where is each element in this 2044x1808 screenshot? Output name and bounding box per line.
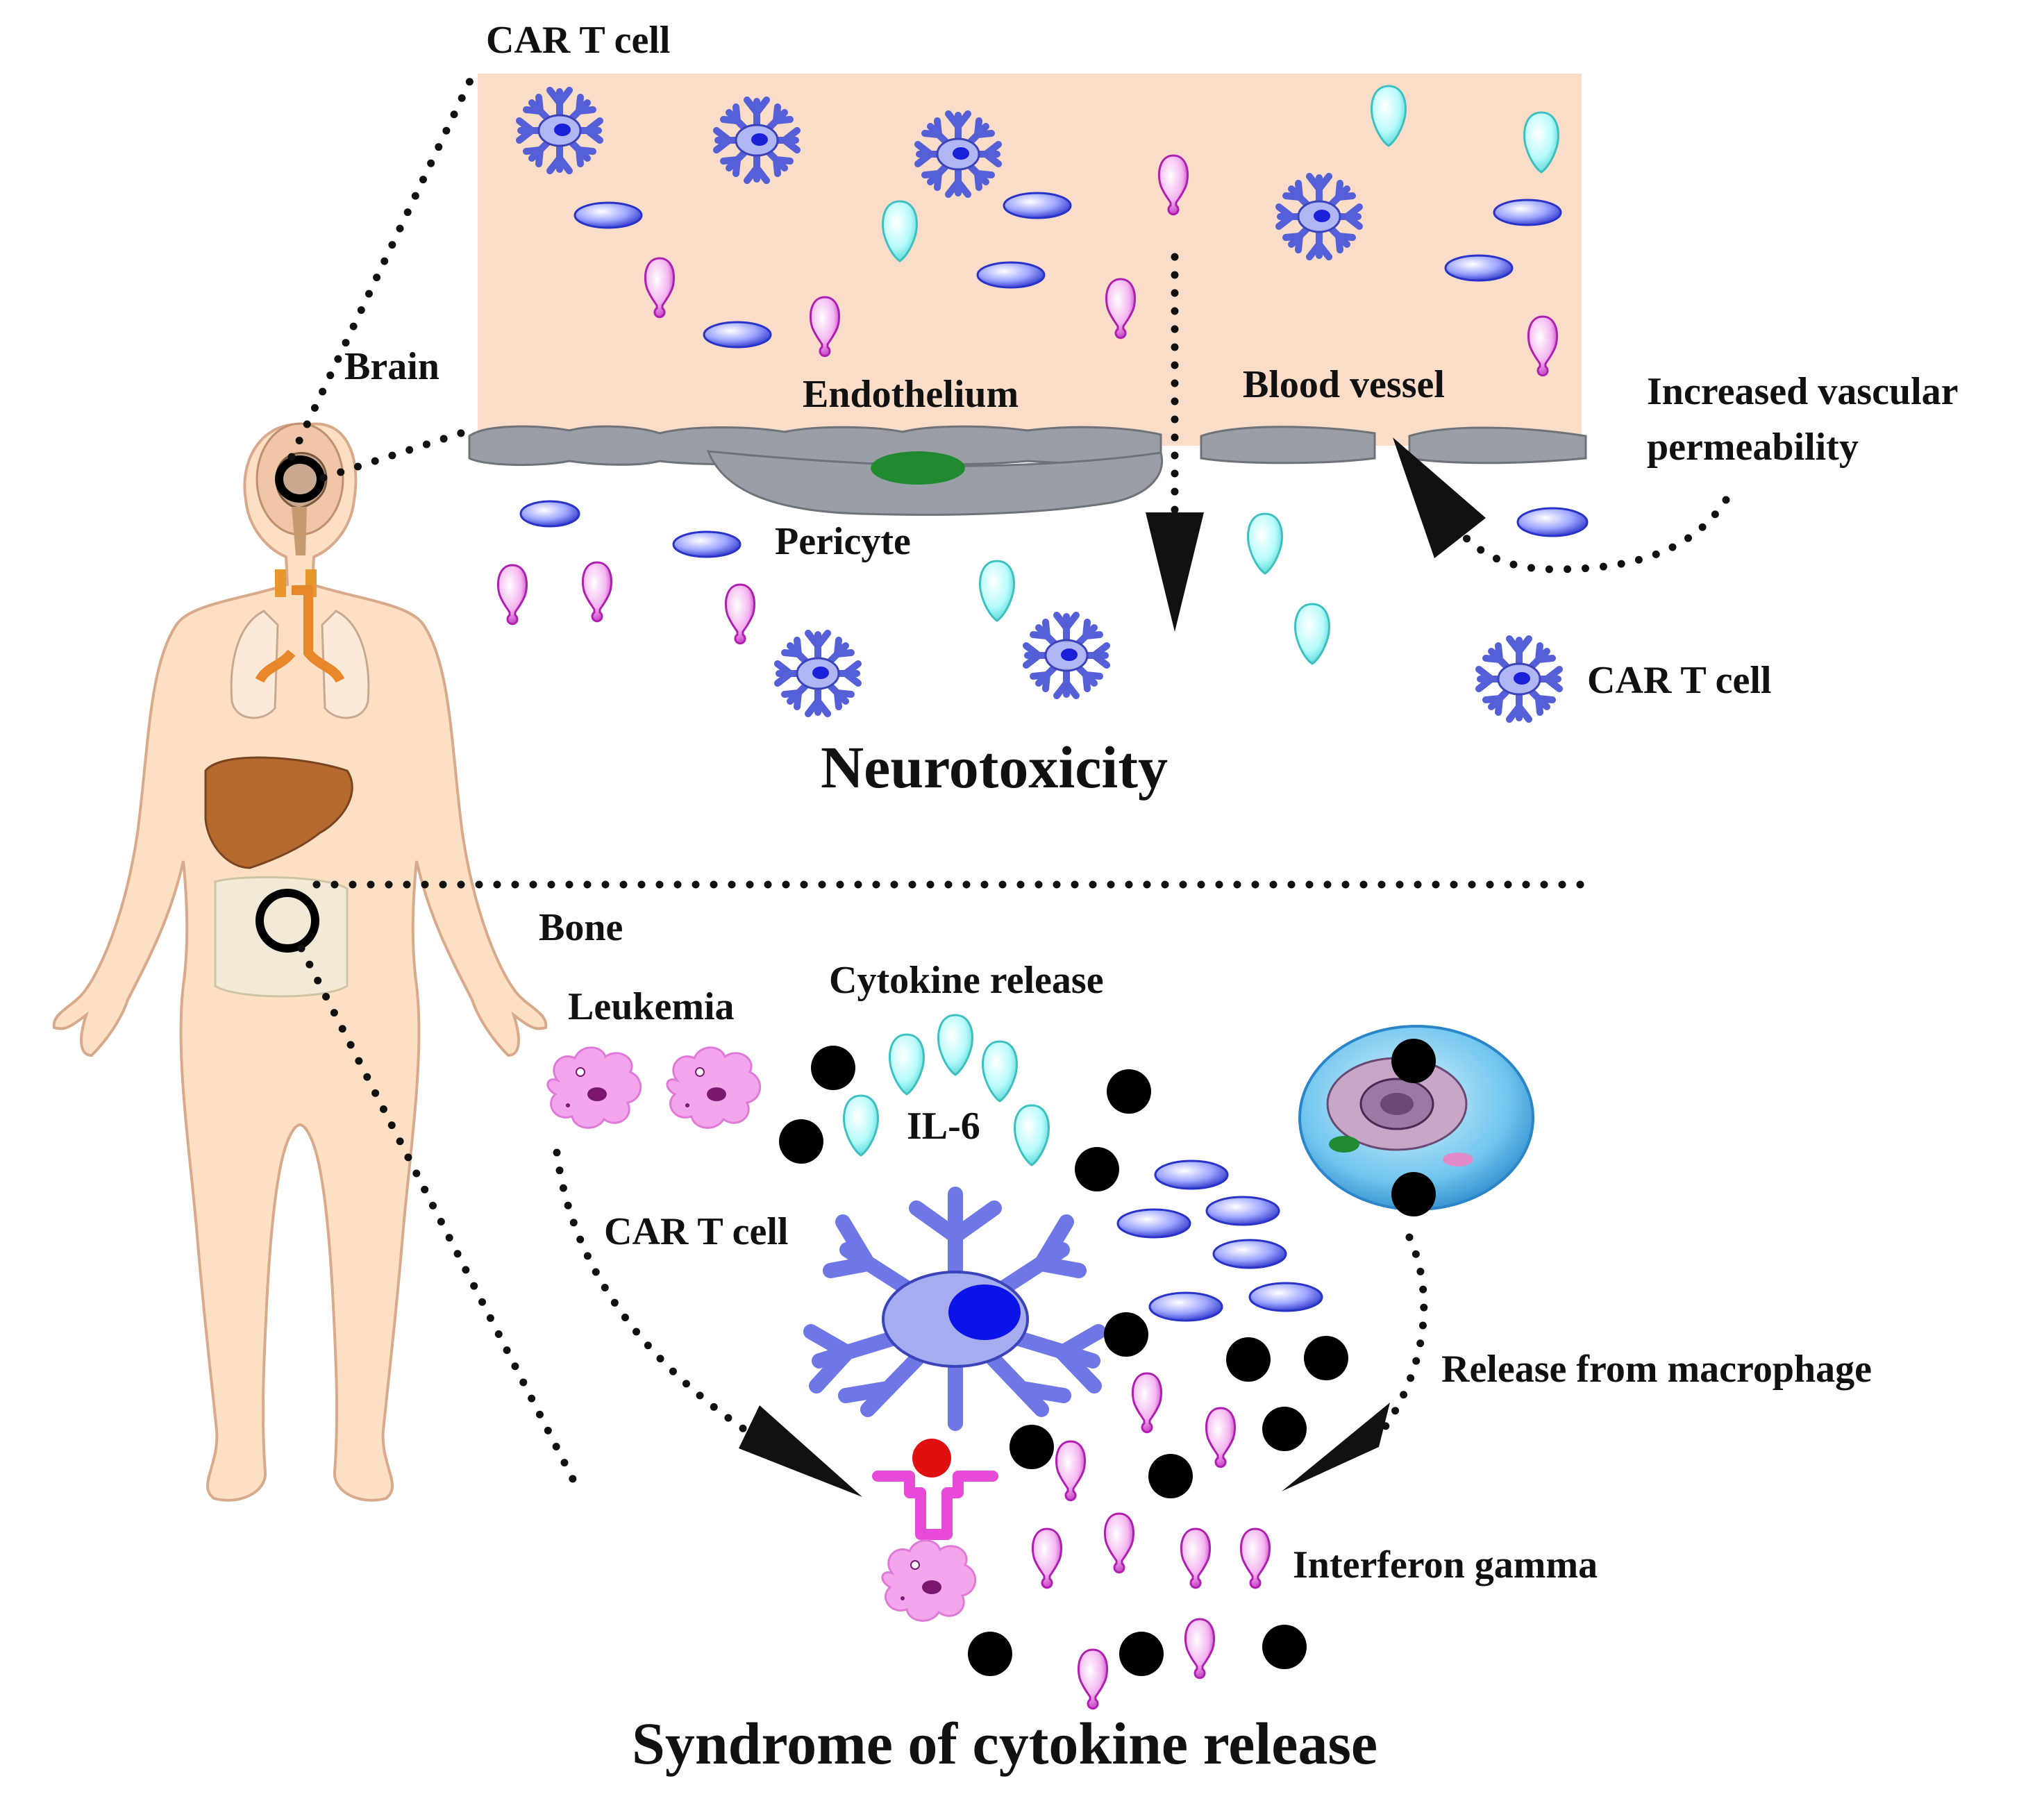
human-body-icon [52, 422, 548, 1502]
label-permeability: permeability [1647, 426, 1859, 469]
brain-connector-upper [287, 72, 476, 461]
leukemia-cell-icon [546, 1046, 642, 1129]
label-car-t-top: CAR T cell [486, 19, 670, 62]
label-pericyte: Pericyte [775, 520, 911, 563]
bone-target-circle [255, 889, 319, 953]
il6-droplet-icon [1014, 1104, 1050, 1166]
il6-droplet-icon [937, 1014, 973, 1076]
macrophage-arrowhead [1282, 1403, 1390, 1491]
interferon-gamma-icon [724, 583, 756, 645]
permeability-dotted-curve [1448, 496, 1730, 574]
car-t-cell-icon [1279, 176, 1359, 257]
interferon-gamma-icon [1239, 1527, 1271, 1589]
interferon-gamma-icon [581, 561, 613, 623]
extravasation-arrowhead [1146, 512, 1204, 632]
car-t-cell-legend-icon [1479, 639, 1559, 719]
car-t-cell-icon [519, 90, 600, 171]
cytokine-blue-cluster [1116, 1160, 1323, 1322]
label-bone: Bone [539, 906, 623, 949]
car-t-cell-icon [918, 114, 998, 194]
interferon-gamma-icon [496, 564, 528, 626]
tissue-interferon [496, 561, 756, 645]
label-interferon-gamma: Interferon gamma [1293, 1543, 1598, 1587]
cytokine-dots [779, 1039, 1436, 1676]
leukemia-cell-icon [666, 1046, 762, 1129]
label-syndrome: Syndrome of cytokine release [632, 1710, 1377, 1777]
interferon-gamma-icon [1103, 1512, 1135, 1574]
il6-droplet-icon [1247, 512, 1283, 575]
tissue-blue-cells [519, 500, 1589, 558]
interferon-gamma-icon [1077, 1648, 1109, 1710]
interferon-gamma-icon [1184, 1618, 1216, 1680]
car-t-cell-icon [1026, 615, 1107, 696]
label-car-t-legend: CAR T cell [1587, 659, 1771, 702]
tissue-car-t-cells [778, 615, 1559, 719]
label-release-macrophage: Release from macrophage [1441, 1348, 1872, 1391]
label-car-t-bottom: CAR T cell [604, 1210, 788, 1253]
label-blood-vessel: Blood vessel [1243, 363, 1445, 406]
vessel-blue-cells [573, 192, 1562, 349]
label-leukemia: Leukemia [568, 985, 735, 1028]
permeability-arrowhead [1393, 437, 1486, 558]
target-leukemia-cell [872, 1439, 998, 1622]
interferon-gamma-icon [1131, 1372, 1163, 1434]
brain-connector-lower [319, 426, 474, 482]
car-t-cell-large [803, 1187, 1106, 1431]
il6-droplet-icon [843, 1094, 879, 1157]
interferon-gamma-icon [1031, 1527, 1063, 1589]
label-brain: Brain [344, 345, 439, 388]
interferon-gamma-icon [1180, 1527, 1212, 1589]
label-increased-vascular: Increased vascular [1647, 370, 1959, 413]
interferon-gamma-icon [1055, 1440, 1087, 1502]
car-t-cell-icon [717, 100, 797, 181]
leukemia-cell-icon [881, 1539, 977, 1622]
label-neurotoxicity: Neurotoxicity [821, 734, 1168, 801]
macrophage-dotted-curve [1377, 1233, 1428, 1436]
macrophage-icon [1298, 1025, 1534, 1211]
car-t-cell-icon [778, 633, 858, 714]
interferon-gamma-icon [1205, 1407, 1237, 1468]
label-endothelium: Endothelium [803, 373, 1019, 416]
label-il6: IL-6 [907, 1105, 980, 1148]
il6-droplet-icon [979, 560, 1015, 622]
il6-droplet-icon [982, 1040, 1018, 1103]
il6-droplet-icon [889, 1033, 925, 1096]
pericyte [706, 450, 1164, 516]
il6-droplet-icon [1294, 603, 1330, 665]
leukemia-cells [546, 1046, 762, 1129]
label-cytokine-release: Cytokine release [829, 959, 1104, 1002]
leukemia-dotted-curve [553, 1148, 750, 1434]
leukemia-arrowhead [739, 1405, 862, 1497]
